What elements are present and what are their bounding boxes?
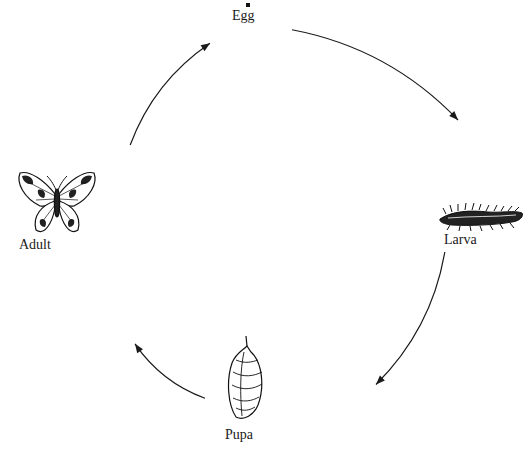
arrowhead [449,111,458,120]
arrowhead [376,376,385,385]
adult-stage: Adult [15,145,135,350]
arrowhead [135,344,143,353]
cycle-arrow [292,30,458,120]
pupa-stalk [246,336,247,346]
right-hindwing [59,201,79,232]
arrow-curve [376,252,445,384]
wing-spots [22,175,92,227]
pupa-shell [229,346,262,418]
butterfly-body [54,189,59,217]
stage-label: Larva [444,232,477,248]
cycle-arrow [130,43,210,145]
stage-label: Egg [232,8,255,24]
larva-stage: Larva [436,120,524,252]
butterfly-drawing [19,173,95,232]
pupa-stage: Pupa [205,335,376,450]
stage-label: Adult [19,237,51,253]
cycle-arrow [376,252,445,384]
pupa-drawing [229,336,262,418]
larva-drawing [440,203,523,231]
larva-hairs [443,203,519,231]
egg-dot [246,3,250,7]
arrow-curve [292,30,458,120]
arrowhead [201,43,210,51]
egg-stage: Egg [210,0,292,48]
left-hindwing [35,201,55,232]
arrow-curve [130,43,210,145]
antennae [47,176,67,190]
pupa-lines [232,352,262,416]
arrow-curve [135,344,205,398]
stage-label: Pupa [225,427,253,443]
larva-stripe [448,215,516,218]
wing-veins [28,182,86,222]
cycle-arrow [135,344,205,398]
